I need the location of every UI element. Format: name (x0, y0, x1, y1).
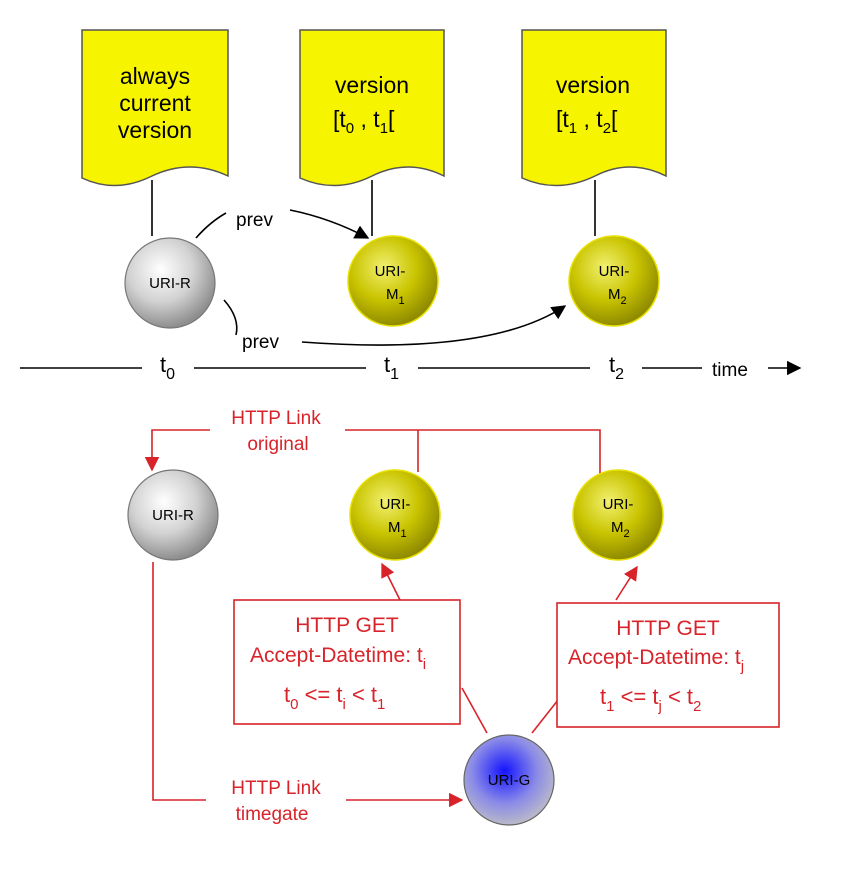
node-label: URI-R (149, 275, 191, 292)
doc-line-3: version (118, 117, 192, 143)
node-label-sub: M1 (388, 519, 407, 540)
node-label: URI- (603, 496, 634, 513)
box-header: Accept-Datetime: ti (250, 644, 426, 673)
node-label-sub: M2 (611, 519, 630, 540)
doc-version-label: version (556, 72, 630, 98)
node-uri-m1-top: URI- M1 (347, 235, 439, 327)
http-get-box-1: HTTP GET Accept-Datetime: ti t0 <= ti < … (233, 599, 461, 725)
node-label-sub: M2 (608, 286, 627, 307)
doc-interval: [t0 , t1[ (333, 106, 395, 137)
node-uri-r-top: URI-R (124, 237, 216, 329)
link-timegate-label-2: timegate (236, 804, 309, 825)
time-label: time (712, 360, 748, 381)
get-arrow-m1 (381, 562, 401, 601)
timegate-to-box-1 (461, 687, 488, 734)
get-arrow-m2 (615, 565, 638, 601)
timeline: t0 t1 t2 time (20, 352, 802, 383)
node-label: URI- (599, 263, 630, 280)
box-title: HTTP GET (295, 614, 399, 637)
node-label: URI- (375, 263, 406, 280)
node-uri-r-bottom: URI-R (127, 469, 219, 561)
link-timegate-connector: HTTP Link timegate (152, 562, 464, 825)
link-original-label-1: HTTP Link (231, 408, 321, 429)
document-version-t0-t1: version [t0 , t1[ (299, 29, 445, 236)
tick-t2: t2 (609, 352, 624, 383)
box-title: HTTP GET (616, 617, 720, 640)
node-uri-g: URI-G (463, 734, 555, 826)
tick-t1: t1 (384, 352, 399, 383)
prev-arrow-1: prev (195, 209, 370, 239)
prev-label: prev (242, 332, 279, 353)
prev-arrow-2: prev (223, 299, 567, 353)
node-uri-m2-bottom: URI- M2 (572, 469, 664, 561)
document-always-current: always current version (81, 29, 229, 236)
node-label: URI-R (152, 507, 194, 524)
prev-label: prev (236, 210, 273, 231)
node-label: URI- (380, 496, 411, 513)
tick-t0: t0 (160, 352, 175, 383)
link-original-label-2: original (247, 434, 308, 455)
box-header: Accept-Datetime: tj (568, 646, 744, 675)
link-timegate-label-1: HTTP Link (231, 778, 321, 799)
node-label-sub: M1 (386, 286, 405, 307)
node-label: URI-G (488, 772, 531, 789)
node-uri-m2-top: URI- M2 (568, 235, 660, 327)
doc-interval: [t1 , t2[ (556, 106, 618, 137)
node-uri-m1-bottom: URI- M1 (349, 469, 441, 561)
doc-line-2: current (119, 90, 191, 116)
doc-line-1: always (120, 63, 190, 89)
document-version-t1-t2: version [t1 , t2[ (521, 29, 667, 236)
box-condition: t1 <= tj < t2 (600, 684, 701, 715)
timegate-to-box-2 (531, 699, 559, 734)
doc-version-label: version (335, 72, 409, 98)
link-original-connector: HTTP Link original (144, 408, 601, 474)
http-get-box-2: HTTP GET Accept-Datetime: tj t1 <= tj < … (556, 602, 780, 728)
box-condition: t0 <= ti < t1 (284, 682, 385, 713)
